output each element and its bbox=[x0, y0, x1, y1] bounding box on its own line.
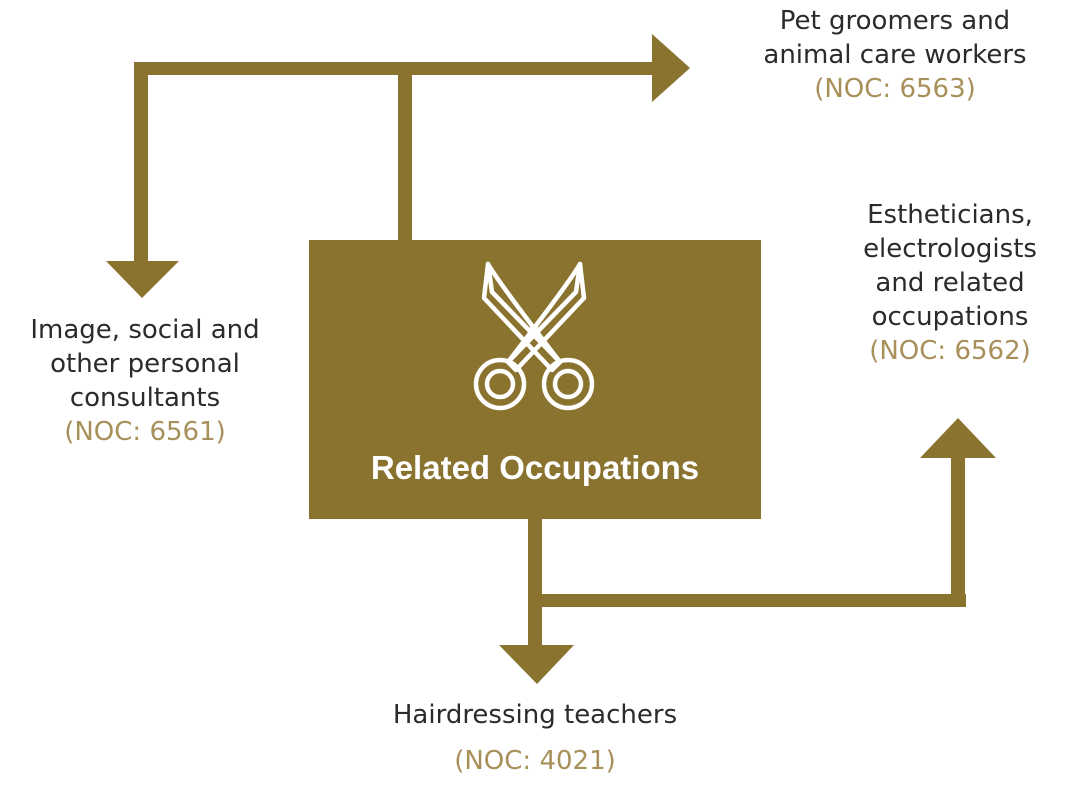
arrow-down-bottom-head bbox=[499, 645, 574, 684]
noc-code: (NOC: 4021) bbox=[454, 746, 616, 776]
connector-bottom-bar bbox=[528, 594, 966, 607]
occupation-name-line: animal care workers bbox=[763, 40, 1027, 70]
occupation-name-line: Estheticians, bbox=[867, 200, 1033, 230]
occupation-estheticians: Estheticians, electrologists and related… bbox=[830, 198, 1070, 368]
occupation-pet-groomers: Pet groomers and animal care workers (NO… bbox=[700, 4, 1073, 106]
arrow-right-head bbox=[652, 34, 690, 102]
occupation-image-consultants: Image, social and other personal consult… bbox=[4, 313, 286, 449]
center-title: Related Occupations bbox=[370, 449, 700, 486]
noc-code: (NOC: 6561) bbox=[64, 417, 226, 447]
connector-left-stem bbox=[134, 62, 148, 270]
occupation-name-line: consultants bbox=[69, 383, 221, 413]
connector-top-bar bbox=[134, 62, 664, 75]
connector-top-stem bbox=[398, 68, 412, 242]
scissors-icon bbox=[473, 261, 595, 411]
connector-bottom-stem bbox=[528, 517, 542, 657]
occupation-name-line: Pet groomers and bbox=[779, 6, 1011, 36]
occupation-name-line: Hairdressing teachers bbox=[392, 700, 678, 730]
noc-code: (NOC: 6562) bbox=[869, 336, 1031, 366]
occupation-name-line: electrologists bbox=[863, 234, 1037, 264]
connector-right-stem bbox=[951, 445, 965, 607]
arrow-up-right-head bbox=[920, 418, 996, 458]
occupation-name-line: Image, social and bbox=[30, 315, 260, 345]
related-occupations-box: Related Occupations bbox=[309, 240, 761, 519]
occupation-hairdressing-teachers: Hairdressing teachers (NOC: 4021) bbox=[330, 698, 740, 778]
noc-code: (NOC: 6563) bbox=[814, 74, 976, 104]
occupation-name-line: and related bbox=[875, 268, 1025, 298]
occupation-name-line: other personal bbox=[50, 349, 240, 379]
occupation-name-line: occupations bbox=[871, 302, 1029, 332]
arrow-down-left-head bbox=[106, 261, 179, 298]
